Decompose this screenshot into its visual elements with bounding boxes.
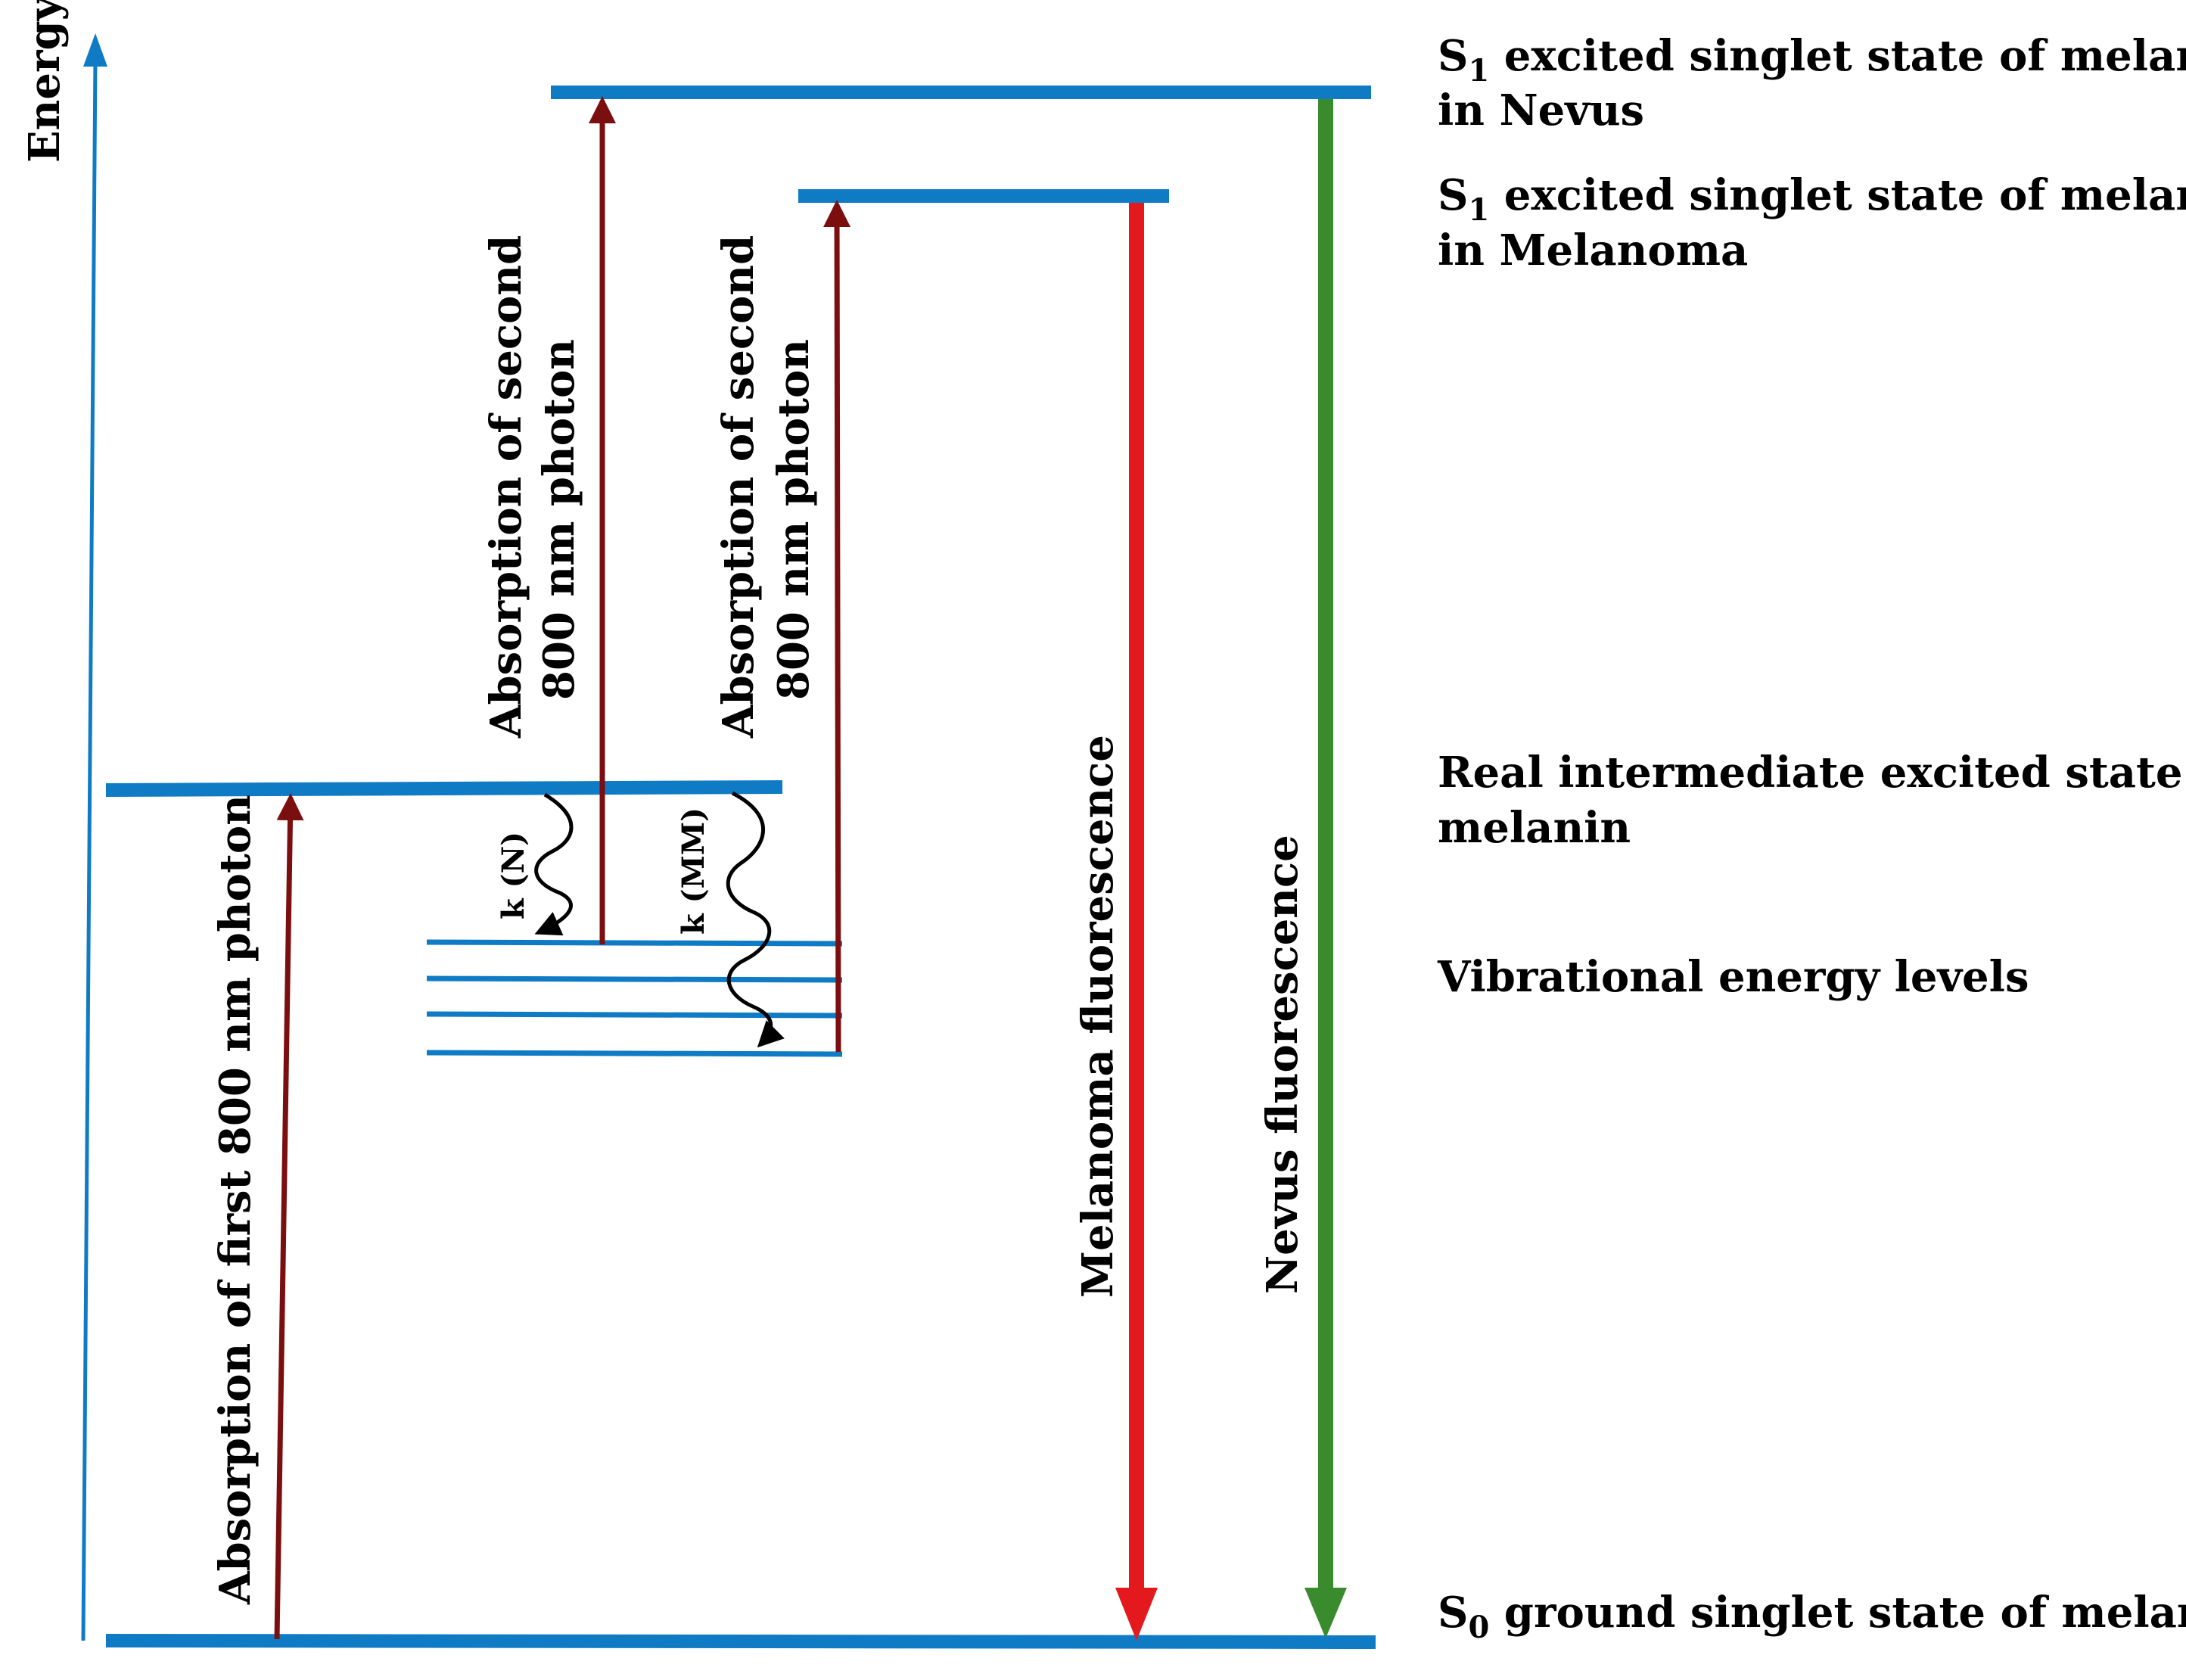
s1-nevus-text: excited singlet state of melanin [1489,31,2186,81]
second-absorption-mm-arrow [823,200,851,1053]
vibrational-line [426,1011,843,1019]
k-mm-relaxation-arrow [726,791,785,1048]
intermediate-label-line1: Real intermediate excited state of [1438,748,2186,798]
vibrational-line [426,939,843,947]
s1-melanoma-label-line1: S1 excited singlet state of melanin [1438,170,2186,228]
intermediate-label-line2: melanin [1438,803,1631,853]
vibrational-label: Vibrational energy levels [1437,952,2029,1002]
first-absorption-arrow [274,793,304,1640]
s1-nevus-subscript: 1 [1468,53,1489,89]
s0-text: ground singlet state of melanin [1489,1588,2186,1638]
intermediate-level [105,780,783,797]
melanoma-fluorescence-label: Melanoma fluorescence [1073,735,1123,1298]
first-absorption-label: Absorption of first 800 nm photon [210,795,260,1605]
k-mm-label: k (MM) [676,807,711,935]
second-absorption-mm-label-line2: 800 nm photon [769,339,819,700]
s0-label: S0 ground singlet state of melanin [1438,1588,2186,1645]
k-n-relaxation-arrow [534,792,574,936]
nevus-fluorescence-label: Nevus fluorescence [1258,835,1308,1294]
energy-axis [81,58,98,1641]
s0-level [105,1634,1376,1649]
energy-axis-arrowhead [83,33,107,67]
second-absorption-n-label-line2: 800 nm photon [534,339,584,700]
s1-nevus-label-line2: in Nevus [1438,86,1644,135]
s1-melanoma-subscript: 1 [1468,192,1489,228]
second-absorption-n-label-line1: Absorption of second [481,235,531,739]
s1-melanoma-symbol: S [1438,170,1468,220]
s0-symbol: S [1438,1588,1468,1638]
nevus-fluorescence-arrowhead [1304,1588,1347,1638]
s1-melanoma-text: excited singlet state of melanin [1489,170,2186,220]
vibrational-levels [426,939,843,1057]
s1-melanoma-label-line2: in Melanoma [1438,226,1748,275]
vibrational-line [426,1050,843,1057]
s0-subscript: 0 [1468,1610,1489,1645]
energy-axis-label: Energy [20,0,70,163]
vibrational-line [426,975,843,983]
k-n-label: k (N) [496,832,531,919]
second-absorption-mm-label-line1: Absorption of second [714,235,763,739]
melanoma-fluorescence-arrowhead [1115,1588,1158,1641]
s1-nevus-symbol: S [1438,31,1468,81]
s1-nevus-label-line1: S1 excited singlet state of melanin [1438,31,2186,89]
